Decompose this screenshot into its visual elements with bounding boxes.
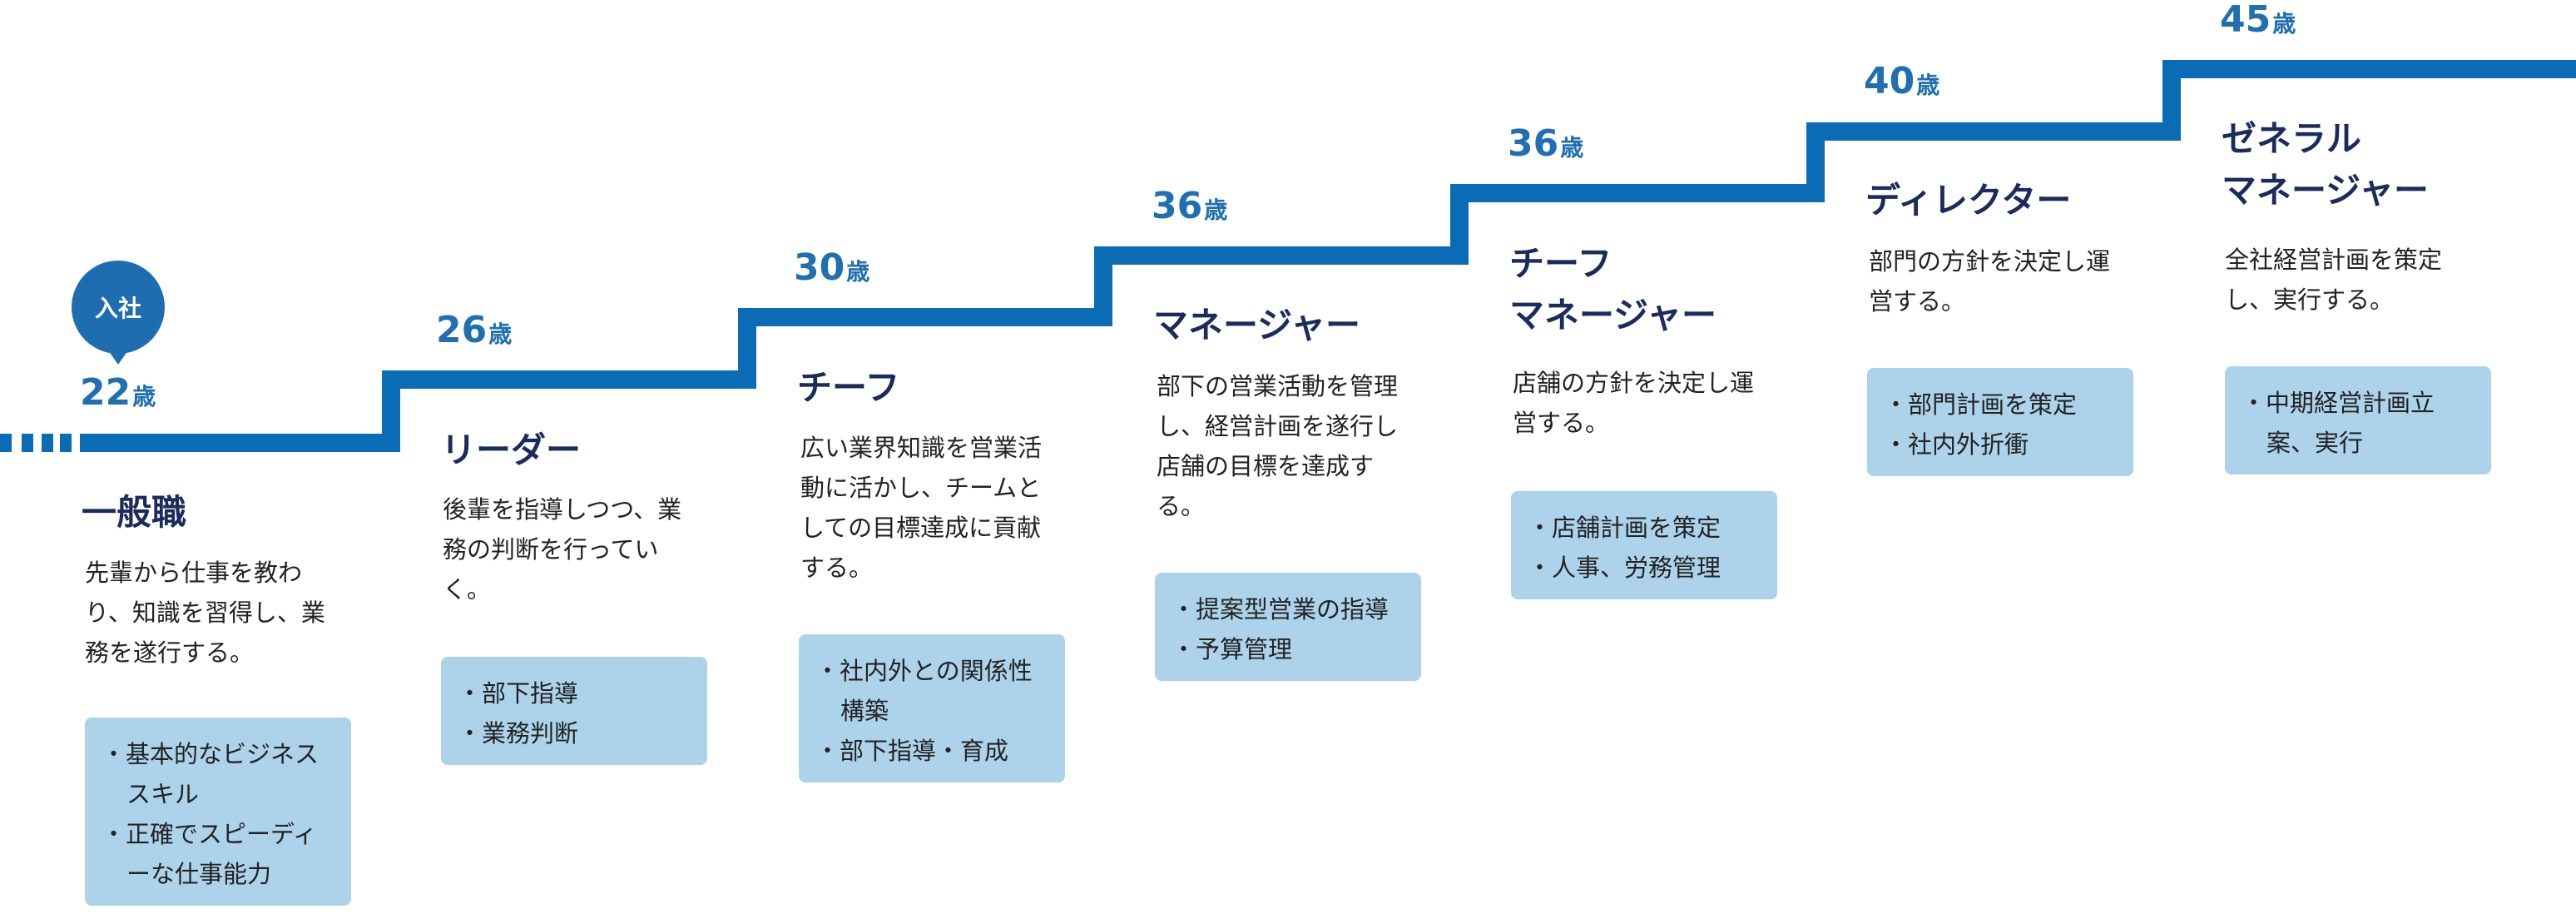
skill-box-5: ・店舗計画を策定 ・人事、労務管理 bbox=[1511, 491, 1777, 599]
stage-title-7: ゼネラル マネージャー bbox=[2222, 118, 2430, 211]
age-label-stage-1: 22歳 bbox=[80, 371, 156, 414]
skill-item: ・部下指導・育成 bbox=[815, 737, 1009, 765]
age-label-stage-2: 26歳 bbox=[436, 309, 513, 351]
skill-item: ・社内外折衝 bbox=[1884, 430, 2029, 459]
stage-title-6: ディレクター bbox=[1865, 180, 2072, 221]
stage-title-2: リーダー bbox=[441, 430, 582, 470]
start-bubble-label: 入社 bbox=[94, 295, 141, 322]
skill-item: ・提案型営業の指導 bbox=[1172, 595, 1390, 623]
dashed-lead-in-segment bbox=[42, 434, 53, 452]
stage-title-1: 一般職 bbox=[82, 492, 187, 533]
skill-box-7: ・中期経営計画立 案、実行 bbox=[2225, 366, 2491, 474]
skill-box-2: ・部下指導 ・業務判断 bbox=[441, 657, 707, 765]
skill-box-6: ・部門計画を策定 ・社内外折衝 bbox=[1867, 368, 2133, 476]
age-label-stage-5: 36歳 bbox=[1508, 122, 1584, 165]
stage-title-3: チーフ bbox=[797, 367, 900, 408]
stage-title-4: マネージャー bbox=[1153, 305, 1361, 345]
dashed-lead-in-segment bbox=[22, 434, 33, 452]
skill-item: ・部門計画を策定 bbox=[1884, 390, 2078, 419]
start-bubble: 入社 bbox=[72, 261, 165, 354]
stage-description-3: 広い業界知識を営業活 動に活かし、チームと しての目標達成に貢献 する。 bbox=[800, 434, 1043, 582]
skill-item: ・予算管理 bbox=[1172, 635, 1293, 663]
start-bubble-tail bbox=[107, 348, 130, 365]
skill-box-3: ・社内外との関係性 構築 ・部下指導・育成 bbox=[799, 634, 1065, 782]
dashed-lead-in-segment bbox=[60, 434, 72, 452]
stage-description-5: 店舗の方針を決定し運 営する。 bbox=[1513, 369, 1755, 437]
skill-item: ・中期経営計画立 案、実行 bbox=[2242, 389, 2435, 457]
staircase-path bbox=[80, 60, 2576, 452]
age-label-stage-6: 40歳 bbox=[1864, 60, 1940, 102]
skill-item: ・業務判断 bbox=[458, 719, 579, 748]
stage-description-6: 部門の方針を決定し運 営する。 bbox=[1869, 247, 2111, 315]
skill-item: ・部下指導 bbox=[458, 679, 579, 708]
skill-item: ・店舗計画を策定 bbox=[1528, 514, 1721, 542]
skill-box-4: ・提案型営業の指導 ・予算管理 bbox=[1155, 573, 1421, 681]
age-label-stage-3: 30歳 bbox=[794, 246, 870, 289]
skill-item: ・正確でスピーディ ーな仕事能力 bbox=[102, 820, 317, 888]
stage-description-1: 先輩から仕事を教わ り、知識を習得し、業 務を遂行する。 bbox=[85, 559, 325, 667]
age-label-stage-4: 36歳 bbox=[1152, 185, 1228, 227]
dashed-lead-in-segment bbox=[0, 434, 12, 452]
stage-title-5: チーフ マネージャー bbox=[1509, 243, 1717, 335]
age-label-stage-7: 45歳 bbox=[2220, 0, 2296, 41]
skill-item: ・社内外との関係性 構築 bbox=[815, 657, 1033, 725]
stage-description-7: 全社経営計画を策定 し、実行する。 bbox=[2225, 246, 2443, 314]
stage-description-2: 後輩を指導しつつ、業 務の判断を行ってい く。 bbox=[443, 495, 682, 604]
skill-item: ・基本的なビジネス スキル bbox=[102, 740, 320, 808]
skill-box-1: ・基本的なビジネス スキル ・正確でスピーディ ーな仕事能力 bbox=[85, 718, 351, 906]
skill-item: ・人事、労務管理 bbox=[1528, 554, 1721, 582]
stage-description-4: 部下の営業活動を管理 し、経営計画を遂行し 店舗の目標を達成す る。 bbox=[1157, 372, 1399, 520]
